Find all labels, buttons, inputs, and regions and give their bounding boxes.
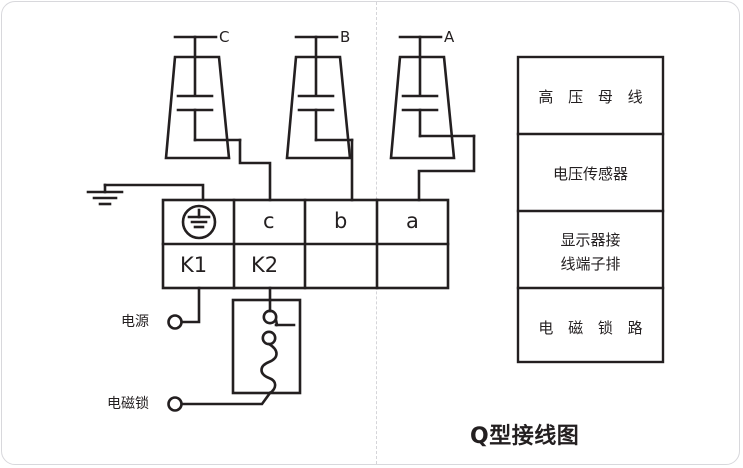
- legend-row-display-terminal-block-line2: 线端子排: [560, 255, 621, 273]
- wire-phase-a-to-terminal: [417, 134, 476, 202]
- power-terminal-node: [167, 314, 183, 330]
- legend-row-electromagnetic-lock-circuit: 电 磁 锁 路: [538, 319, 648, 337]
- electromagnetic-lock-coil-box: [231, 298, 302, 395]
- power-terminal-label: 电源: [121, 314, 149, 330]
- table-cell-b: b: [334, 209, 348, 233]
- phase-label-c: C: [219, 28, 230, 46]
- phase-label-a: A: [444, 28, 455, 46]
- table-cell-c: c: [263, 209, 275, 233]
- terminal-block-table: [161, 198, 450, 290]
- ground-terminal-icon: [181, 204, 217, 240]
- table-cell-k2: K2: [251, 253, 279, 277]
- lock-terminal-node: [167, 396, 183, 412]
- diagram-title: Q型接线图: [470, 424, 580, 449]
- table-cell-k1: K1: [180, 253, 208, 277]
- phase-label-b: B: [340, 28, 351, 46]
- wire-k1-to-power-terminal: [180, 286, 201, 324]
- wire-coil-to-lock-terminal: [180, 391, 272, 406]
- legend-row-high-voltage-busbar: 高 压 母 线: [538, 88, 648, 106]
- wire-phase-c-to-terminal: [238, 138, 272, 202]
- insulator-phase-c: [164, 35, 242, 160]
- table-cell-a: a: [406, 209, 419, 233]
- legend-row-display-terminal-block-line1: 显示器接: [560, 231, 621, 249]
- lock-terminal-label: 电磁锁: [107, 396, 149, 412]
- insulator-phase-b: [285, 35, 354, 160]
- earth-ground-symbol: [86, 183, 205, 206]
- legend-row-voltage-sensor: 电压传感器: [552, 165, 628, 183]
- legend-panel: [516, 55, 665, 364]
- insulator-phase-a: [389, 35, 476, 160]
